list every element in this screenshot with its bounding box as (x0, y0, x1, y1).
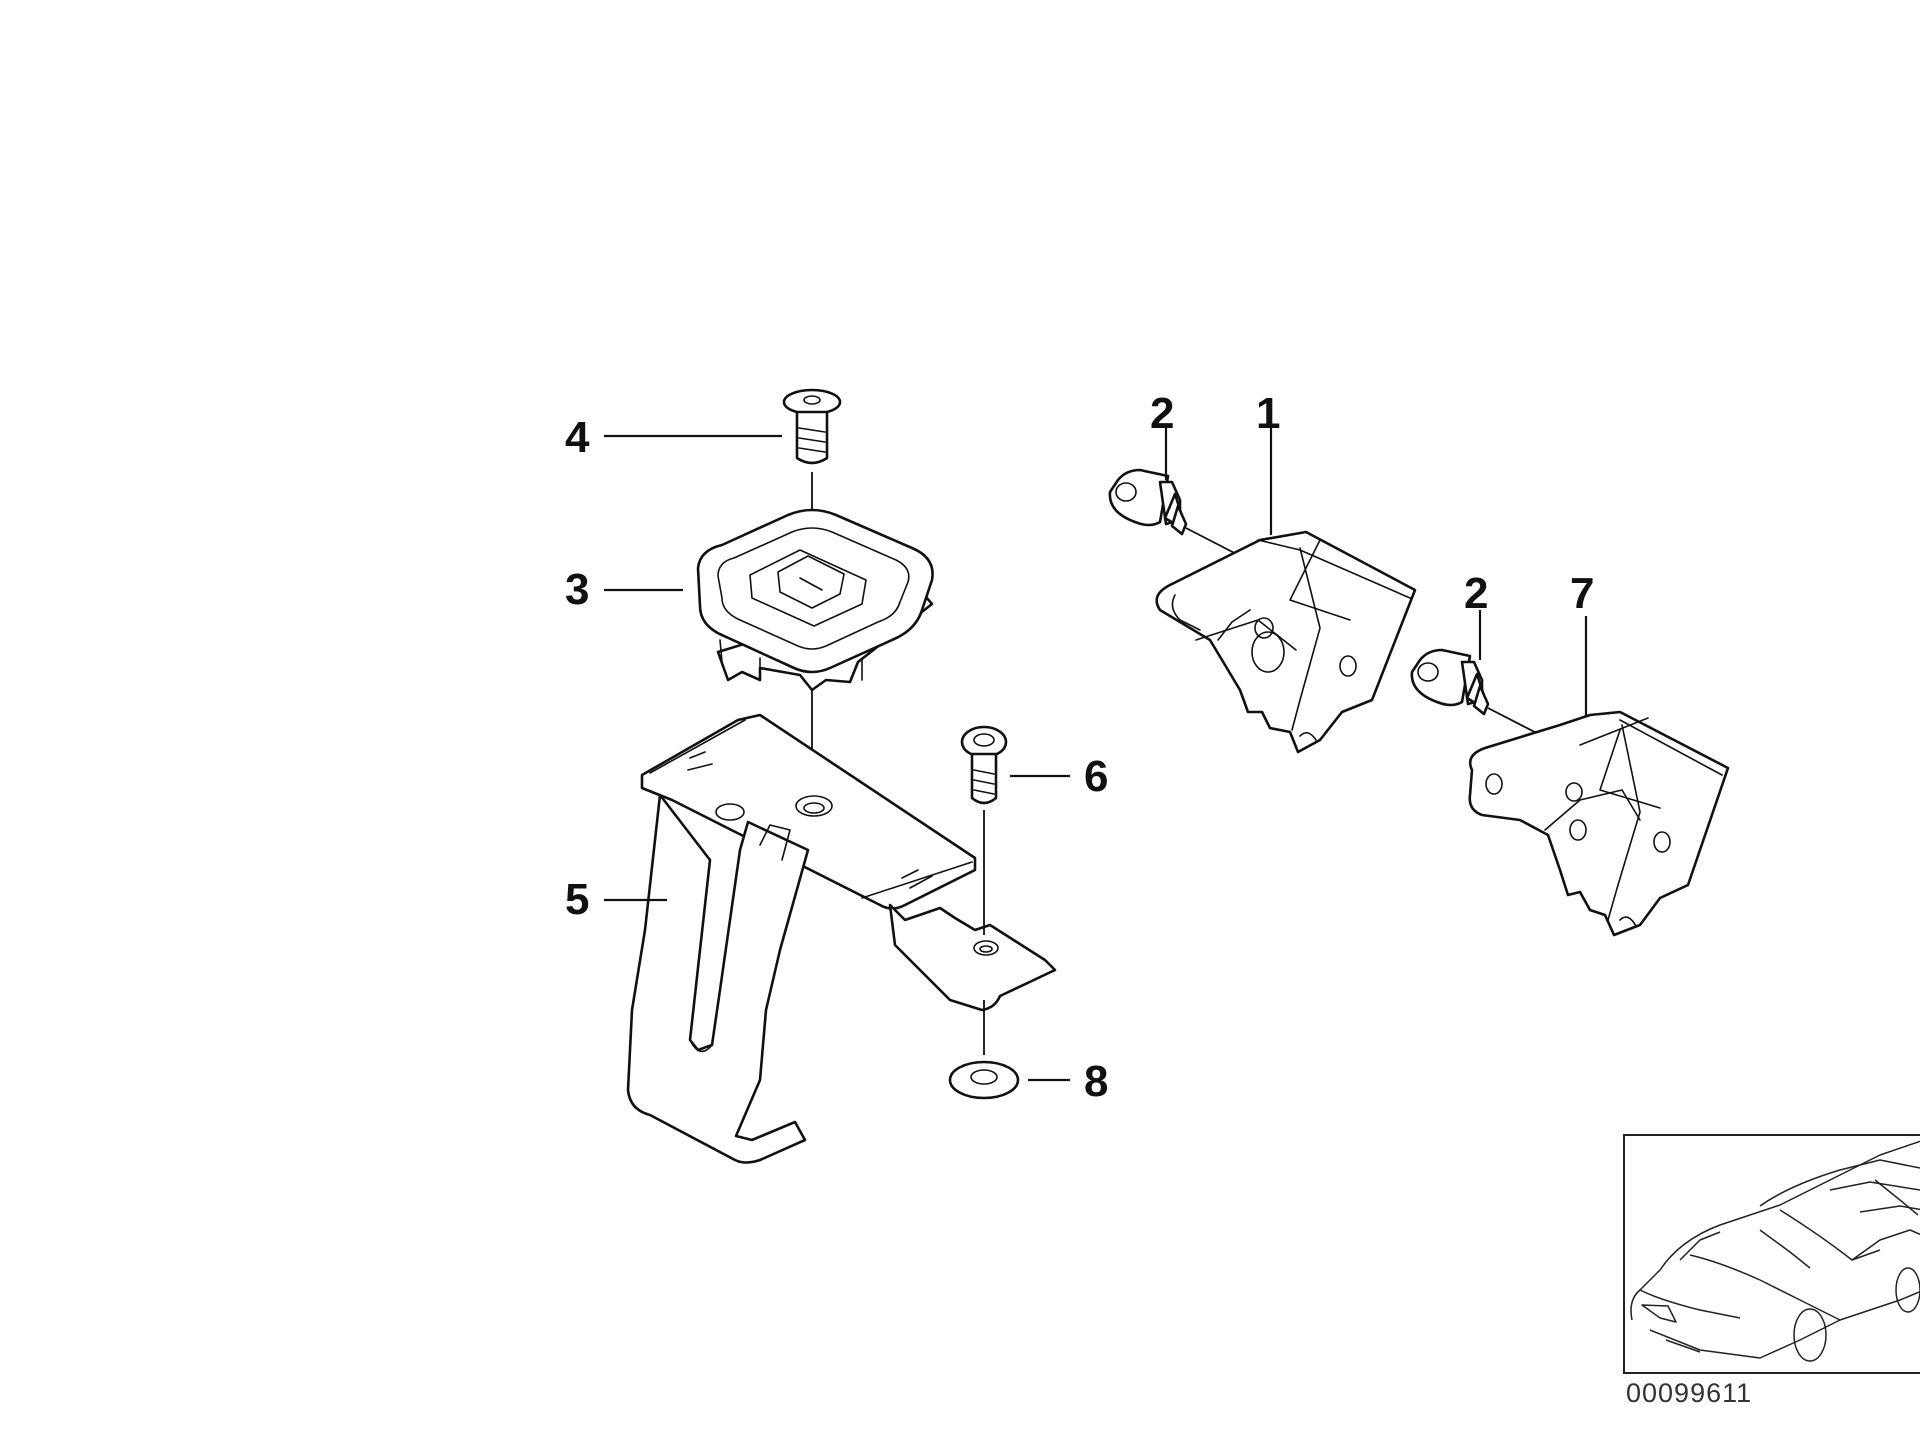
callout-5[interactable]: 5 (565, 875, 589, 924)
callout-4[interactable]: 4 (565, 413, 590, 462)
callout-2a[interactable]: 2 (1150, 389, 1174, 438)
part-8-washer[interactable] (948, 1060, 1020, 1100)
callout-1[interactable]: 1 (1256, 389, 1280, 438)
part-number: 00099611 (1626, 1378, 1752, 1408)
callout-8[interactable]: 8 (1084, 1057, 1108, 1106)
callout-3[interactable]: 3 (565, 565, 589, 614)
part-1-hinge-bracket[interactable] (1155, 530, 1417, 754)
vehicle-thumbnail[interactable] (1623, 1134, 1920, 1374)
part-4-screw[interactable] (782, 388, 842, 465)
part-5-bracket[interactable] (626, 713, 1057, 1164)
part-2-bolt-upper[interactable] (1108, 468, 1188, 536)
part-7-hinge-bracket[interactable] (1468, 710, 1730, 937)
part-3-mount[interactable] (696, 508, 934, 692)
callout-7[interactable]: 7 (1570, 569, 1594, 618)
part-6-screw[interactable] (960, 725, 1008, 805)
part-2-bolt-lower[interactable] (1410, 648, 1490, 716)
callout-6[interactable]: 6 (1084, 752, 1108, 801)
car-outline-icon (1630, 1140, 1920, 1362)
callout-2b[interactable]: 2 (1464, 569, 1488, 618)
